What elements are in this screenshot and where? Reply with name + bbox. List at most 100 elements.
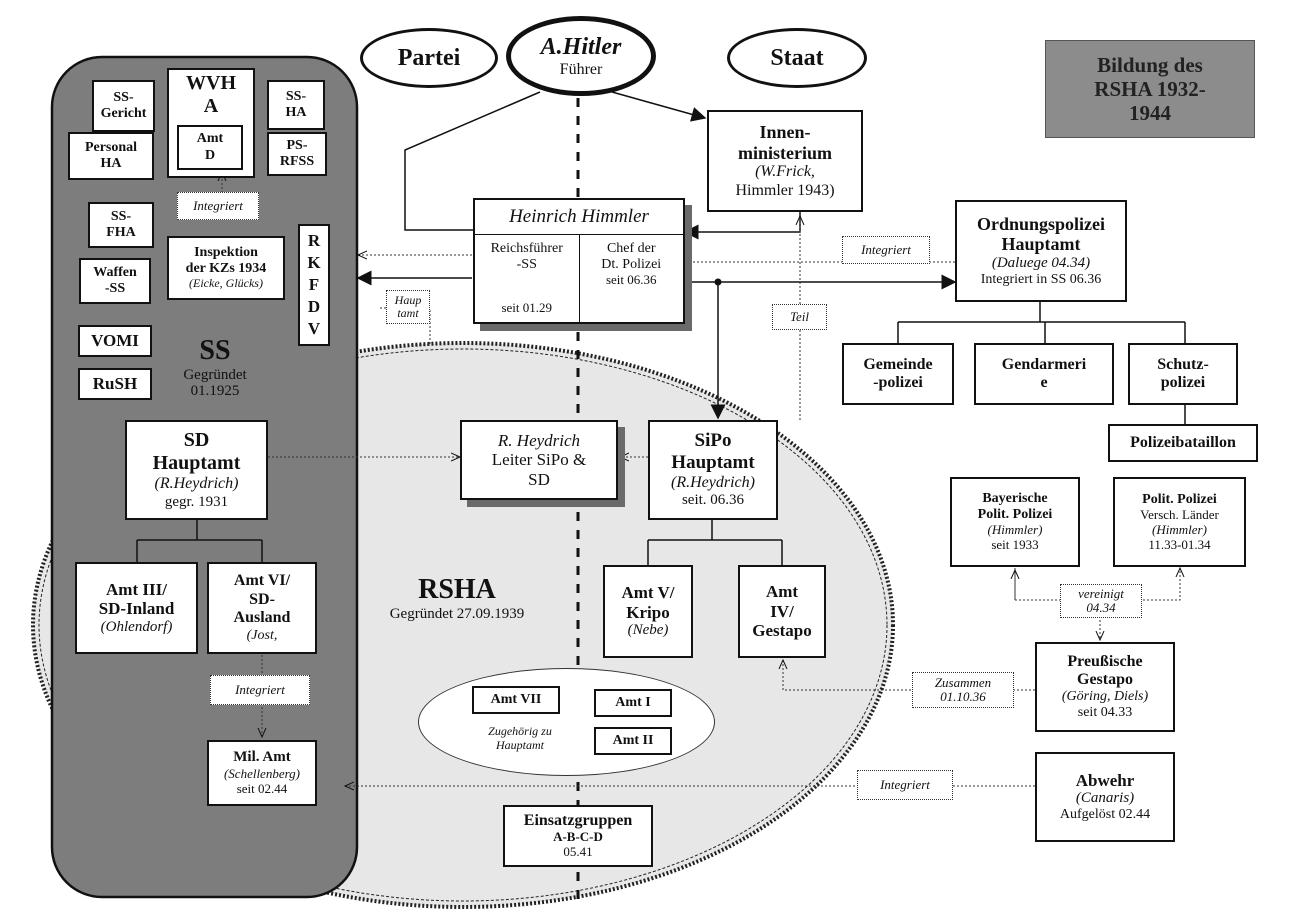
- box-line: Abwehr: [1075, 770, 1135, 790]
- label-text: tamt: [397, 306, 419, 320]
- box-line: Amt II: [612, 732, 654, 748]
- label-text: Teil: [789, 308, 810, 324]
- caption-line: Zugehörig zu: [488, 724, 552, 738]
- label-integriert-milamt: Integriert: [210, 675, 310, 705]
- box-amt-ii: Amt II: [594, 727, 672, 755]
- box-line: VOMI: [91, 331, 139, 351]
- box-line: SD-Inland: [98, 599, 175, 619]
- box-sipo-hauptamt: SiPo Hauptamt (R.Heydrich) seit. 06.36: [648, 420, 778, 520]
- box-line: IV/: [770, 601, 794, 621]
- label-vereinigt: vereinigt 04.34: [1060, 584, 1142, 618]
- zugehoerig-caption: Zugehörig zu Hauptamt: [470, 724, 570, 753]
- box-line: Integriert in SS 06.36: [980, 272, 1102, 288]
- box-waffen-ss: Waffen -SS: [79, 258, 151, 304]
- box-line: (Göring, Diels): [1061, 689, 1149, 705]
- box-line: Amt VI/: [233, 572, 291, 590]
- box-line: (Himmler): [1152, 521, 1207, 537]
- box-line: Einsatzgruppen: [523, 811, 633, 829]
- label-zusammen: Zusammen 01.10.36: [912, 672, 1014, 708]
- hitler-name: A.Hitler: [540, 33, 622, 60]
- box-ss-gericht: SS- Gericht: [92, 80, 155, 132]
- box-line: (R.Heydrich): [671, 474, 755, 492]
- box-line: Amt: [196, 131, 224, 147]
- box-inspektion-kz: Inspektion der KZs 1934 (Eicke, Glücks): [167, 236, 285, 300]
- oval-staat: Staat: [727, 28, 867, 88]
- box-line: -polizei: [873, 374, 923, 391]
- box-line: Amt I: [615, 694, 651, 710]
- box-line: 05.41: [563, 844, 593, 860]
- box-line: Gemeinde: [863, 355, 933, 373]
- rsha-label: RSHA Gegründet 27.09.1939: [372, 574, 542, 623]
- label-text: Integriert: [193, 197, 243, 213]
- box-line: Chef der: [606, 241, 656, 256]
- box-line: (Himmler): [987, 522, 1043, 538]
- caption-line: Hauptamt: [496, 738, 544, 753]
- box-line: seit 1933: [991, 537, 1039, 553]
- label-text: Zusammen: [934, 674, 992, 690]
- box-line: (W.Frick,: [755, 163, 815, 181]
- box-heydrich: R. Heydrich Leiter SiPo & SD: [460, 420, 618, 500]
- box-polit-polizei: Polit. Polizei Versch. Länder (Himmler) …: [1113, 477, 1246, 567]
- box-line: Inspektion: [194, 245, 258, 260]
- rsha-sub: Gegründet 27.09.1939: [389, 606, 525, 623]
- box-line: seit 06.36: [605, 272, 657, 288]
- box-rkfdv: R K F D V: [298, 224, 330, 346]
- box-line: Schutz-: [1157, 355, 1209, 373]
- himmler-left: Reichsführer-SS seit 01.29: [475, 235, 580, 322]
- box-line: -SS: [104, 281, 126, 296]
- box-line: e: [1040, 374, 1048, 391]
- box-line: HA: [100, 156, 122, 171]
- box-line: 11.33-01.34: [1148, 536, 1211, 552]
- box-line: Polit. Polizei: [1142, 491, 1217, 507]
- box-ss-ha: SS- HA: [267, 80, 325, 130]
- box-amt-vii: Amt VII: [472, 686, 560, 714]
- box-ss-fha: SS- FHA: [88, 202, 154, 248]
- box-line: seit. 06.36: [681, 492, 745, 509]
- box-line: Versch. Länder: [1140, 506, 1219, 522]
- box-line: SS-: [110, 208, 132, 224]
- box-line: Amt: [765, 582, 799, 602]
- label-hauptamt: Haup tamt: [386, 290, 430, 324]
- label-integriert-abwehr: Integriert: [857, 770, 953, 800]
- box-line: SD-: [249, 590, 275, 608]
- rsha-title: RSHA: [418, 574, 496, 605]
- box-line: (Schellenberg): [223, 765, 301, 781]
- box-line: F: [308, 274, 320, 294]
- box-line: K: [307, 252, 321, 272]
- box-line: seit 01.29: [501, 300, 553, 316]
- box-line: Hauptamt: [1001, 234, 1081, 255]
- box-line: (Nebe): [627, 622, 669, 639]
- box-line: SS-: [113, 89, 134, 105]
- box-line: Hauptamt: [152, 452, 241, 475]
- box-line: RFSS: [279, 154, 315, 169]
- label-text: Integriert: [880, 776, 930, 792]
- box-line: Gericht: [100, 106, 147, 121]
- box-line: SD: [183, 429, 210, 452]
- box-line: Polizeibataillon: [1130, 433, 1236, 451]
- box-amt-i: Amt I: [594, 689, 672, 717]
- title-line: 1944: [1129, 101, 1171, 126]
- box-line: Gestapo: [752, 621, 812, 641]
- hitler-role: Führer: [559, 60, 603, 78]
- box-line: (Eicke, Glücks): [189, 276, 263, 291]
- box-vomi: VOMI: [78, 325, 152, 357]
- box-line: Gendarmeri: [1001, 355, 1087, 373]
- box-line: ministerium: [738, 142, 832, 163]
- box-sd-hauptamt: SD Hauptamt (R.Heydrich) gegr. 1931: [125, 420, 268, 520]
- box-amt-iii: Amt III/ SD-Inland (Ohlendorf): [75, 562, 198, 654]
- box-line: der KZs 1934: [185, 261, 267, 277]
- box-amt-d: Amt D: [177, 125, 243, 170]
- box-line: R. Heydrich: [497, 430, 581, 450]
- box-amt-iv: Amt IV/ Gestapo: [738, 565, 826, 658]
- box-line: RuSH: [92, 374, 138, 394]
- himmler-name: Heinrich Himmler: [475, 200, 683, 235]
- title-line: Bildung des: [1097, 52, 1203, 77]
- box-polizeibataillon: Polizeibataillon: [1108, 424, 1258, 462]
- box-line: Ausland: [233, 609, 291, 627]
- ss-label: SS Gegründet 01.1925: [160, 335, 270, 400]
- box-line: seit 02.44: [236, 780, 288, 796]
- box-line: Preußische: [1067, 652, 1143, 670]
- box-line: Amt V/: [621, 583, 675, 603]
- himmler-right: Chef der Dt. Polizei seit 06.36: [580, 235, 684, 322]
- box-line: Ordnungspolizei: [976, 213, 1106, 234]
